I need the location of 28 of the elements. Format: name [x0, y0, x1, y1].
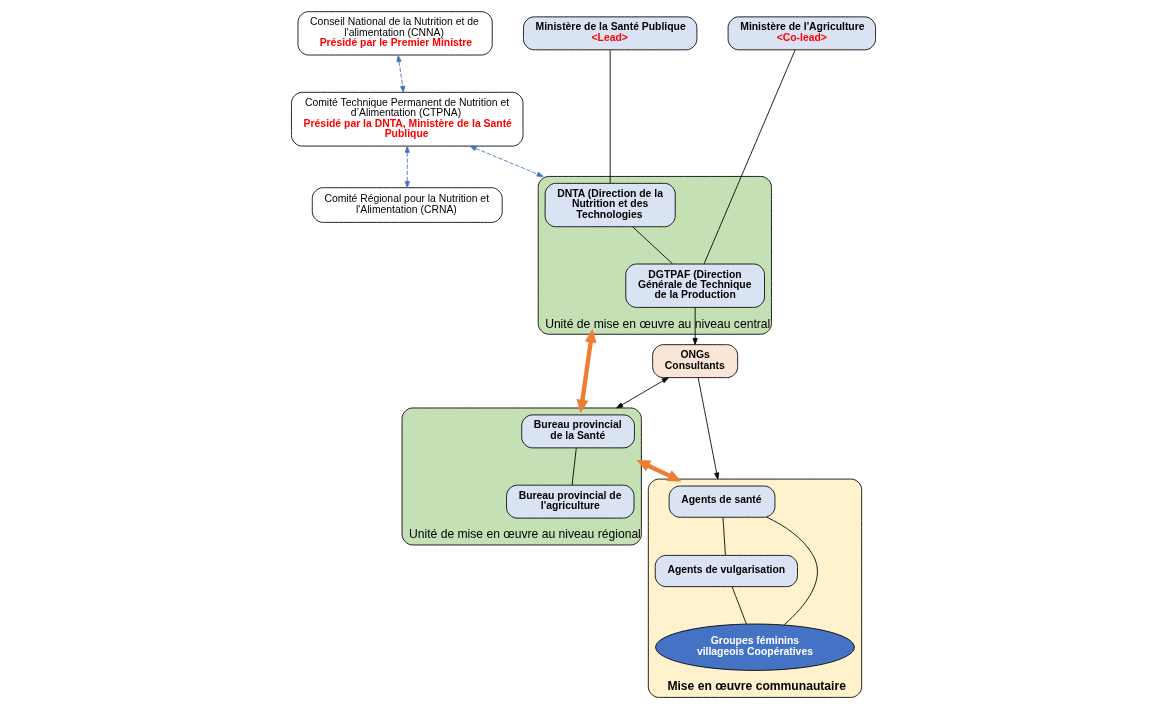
connector [722, 517, 726, 556]
node-box: Conseil National de la Nutrition et de l'alimentation (CNNA) Présidé par le Premier Ministre [297, 11, 493, 56]
node-box: Agents de santé [668, 485, 775, 518]
arrow [396, 55, 405, 93]
arrow [404, 145, 410, 189]
node-box: Ministère de l'Agriculture <Co-lead> [727, 16, 876, 51]
node-box: Comité Technique Permanent de Nutrition et d’Alimentation (CTPNA) Présidé par la DNTA, Ministère de la Santé Publique [290, 91, 523, 147]
connector [703, 49, 796, 265]
connector [571, 447, 577, 486]
connector [731, 586, 747, 625]
node-box: ONGs Consultants [651, 344, 738, 379]
arrow [636, 460, 681, 482]
connector [609, 49, 611, 184]
arrow [697, 377, 719, 480]
node-box: Bureau provincial de la Santé [520, 414, 635, 449]
arrow [615, 377, 669, 409]
node-box: DGTPAF (Direction Générale de Technique de la Production [624, 263, 765, 308]
arrow [576, 328, 597, 414]
node-box: DNTA (Direction de la Nutrition et des Technologies [544, 182, 676, 228]
node-box: Ministère de la Santé Publique <Lead> [522, 16, 697, 51]
node-box: Comité Régional pour la Nutrition et l'Alimentation (CRNA) [311, 187, 503, 223]
connector [631, 226, 673, 265]
node-ellipse: Groupes féminins villageois Coopératives [654, 623, 855, 671]
node-box: Bureau provincial de l'agriculture [505, 484, 634, 519]
node-box: Agents de vulgarisation [654, 554, 798, 588]
arrow [692, 307, 698, 345]
arrow [469, 145, 544, 177]
connector [765, 516, 818, 626]
